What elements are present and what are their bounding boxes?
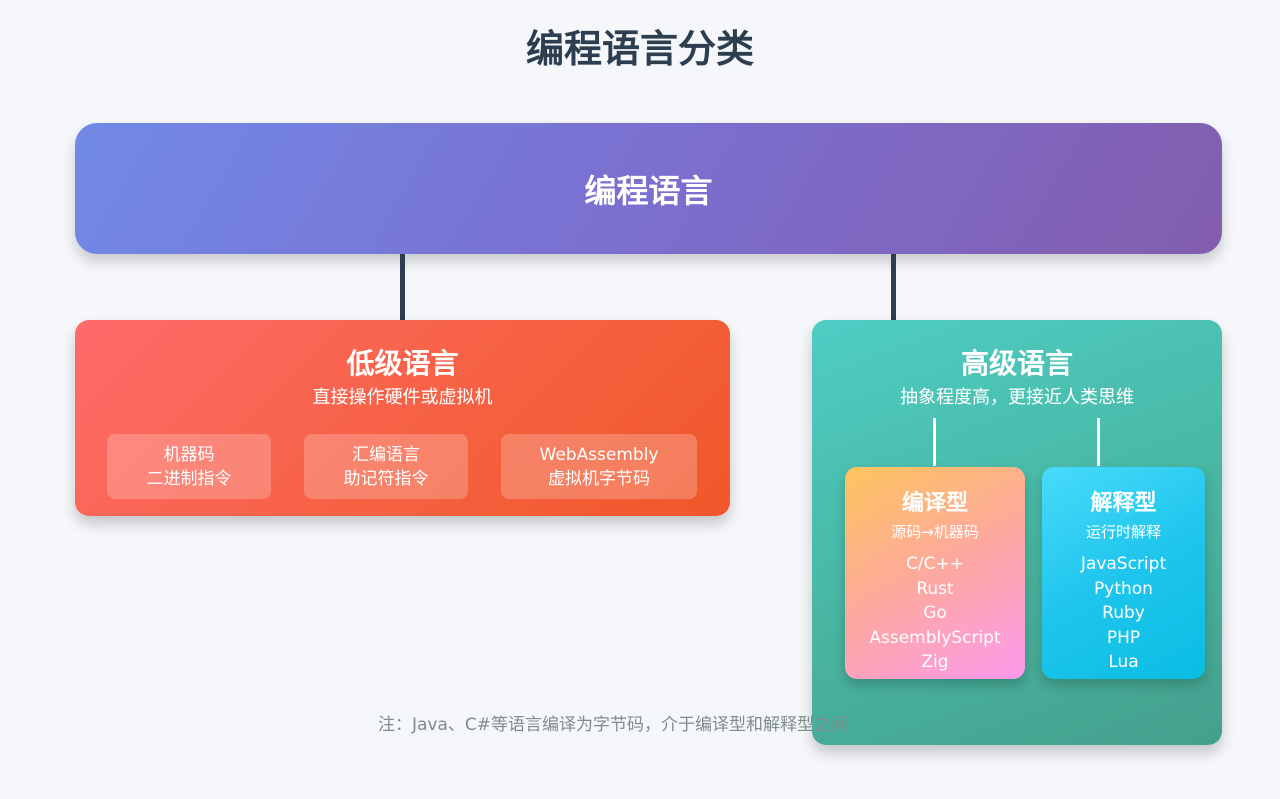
high-level-node: 高级语言 抽象程度高，更接近人类思维 编译型 源码→机器码 C/C++ Rust… [812, 320, 1222, 745]
compiled-language-list: C/C++ Rust Go AssemblyScript Zig [845, 552, 1025, 675]
low-level-item-desc: 虚拟机字节码 [548, 468, 650, 489]
language-item: Python [1094, 578, 1153, 599]
page-title: 编程语言分类 [525, 27, 754, 71]
root-node-label: 编程语言 [584, 171, 713, 210]
low-level-node: 低级语言 直接操作硬件或虚拟机 机器码 二进制指令 汇编语言 助记符指令 Web… [75, 320, 730, 516]
language-item: Ruby [1102, 603, 1145, 624]
language-item: C/C++ [906, 554, 964, 574]
connector-high-to-interpreted [1097, 418, 1100, 466]
connector-high-to-compiled [933, 418, 936, 466]
low-level-item-name: 汇编语言 [352, 444, 420, 465]
low-level-title: 低级语言 [346, 347, 459, 380]
low-level-item-name: 机器码 [163, 444, 215, 465]
language-item: Go [923, 603, 947, 624]
connector-root-to-low-level [400, 254, 405, 320]
high-level-subtitle: 抽象程度高，更接近人类思维 [900, 387, 1134, 408]
connector-root-to-high-level [891, 254, 896, 320]
footnote: 注：Java、C#等语言编译为字节码，介于编译型和解释型之间 [378, 715, 849, 735]
low-level-item-webassembly: WebAssembly 虚拟机字节码 [501, 434, 697, 499]
interpreted-node: 解释型 运行时解释 JavaScript Python Ruby PHP Lua [1042, 467, 1205, 679]
compiled-node: 编译型 源码→机器码 C/C++ Rust Go AssemblyScript … [845, 467, 1025, 679]
low-level-item-machine-code: 机器码 二进制指令 [107, 434, 271, 499]
interpreted-desc: 运行时解释 [1085, 523, 1161, 541]
language-item: AssemblyScript [869, 627, 1001, 648]
low-level-item-name: WebAssembly [539, 444, 659, 465]
interpreted-title: 解释型 [1090, 491, 1157, 516]
low-level-item-desc: 二进制指令 [146, 468, 232, 489]
low-level-subtitle: 直接操作硬件或虚拟机 [312, 387, 493, 408]
language-item: Lua [1108, 652, 1139, 673]
language-item: JavaScript [1080, 554, 1167, 574]
language-item: Zig [921, 652, 949, 673]
interpreted-language-list: JavaScript Python Ruby PHP Lua [1042, 552, 1205, 675]
root-node-programming-languages: 编程语言 [75, 123, 1222, 254]
high-level-title: 高级语言 [960, 347, 1073, 380]
low-level-item-assembly: 汇编语言 助记符指令 [304, 434, 468, 499]
language-item: Rust [916, 578, 954, 599]
low-level-item-desc: 助记符指令 [343, 468, 429, 489]
compiled-title: 编译型 [901, 491, 968, 516]
compiled-desc: 源码→机器码 [891, 523, 979, 541]
language-item: PHP [1106, 627, 1141, 648]
